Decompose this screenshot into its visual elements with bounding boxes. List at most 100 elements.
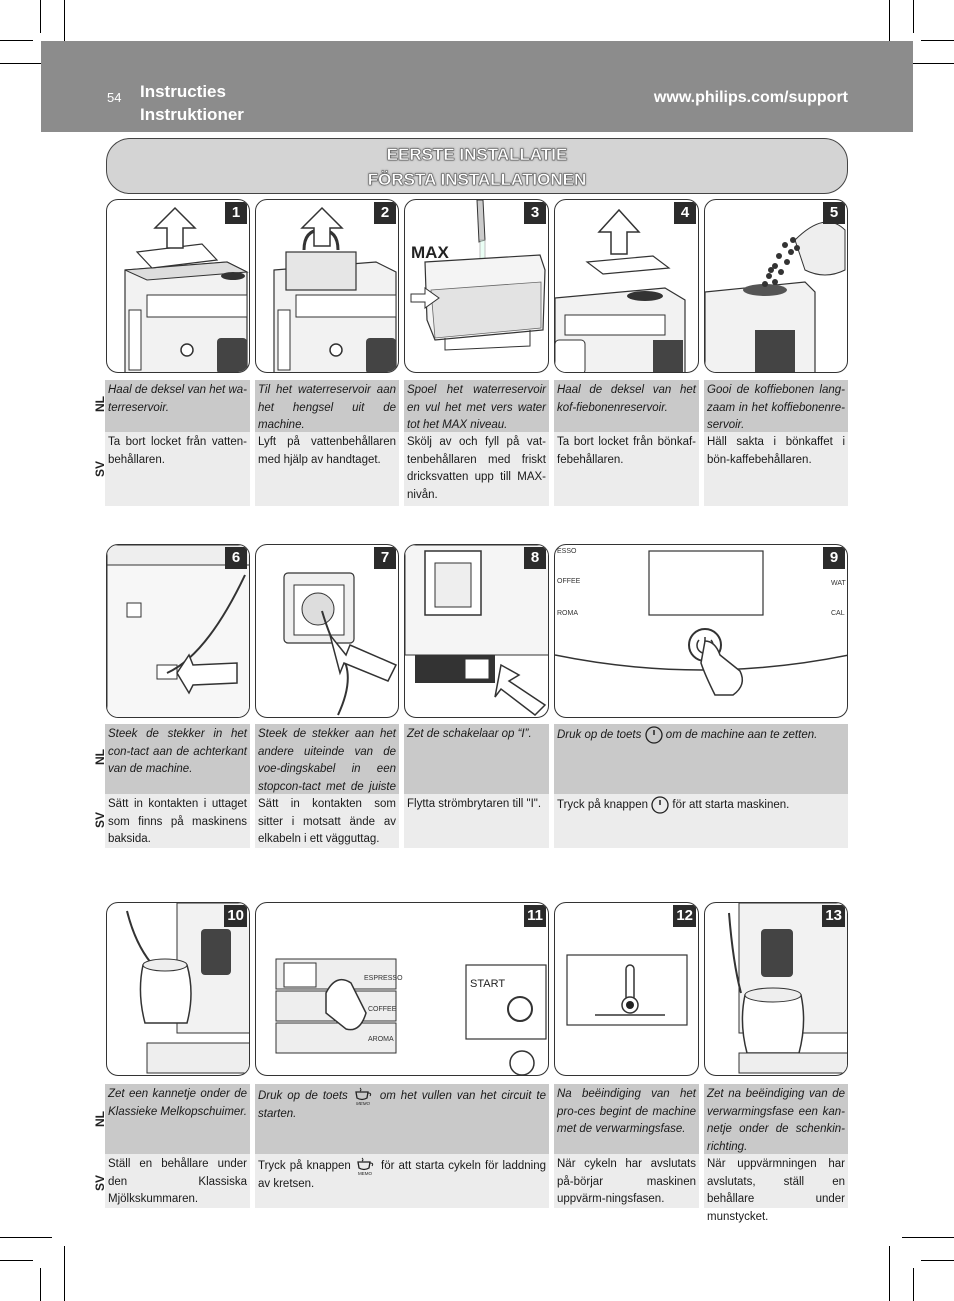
step-11-text-sv-before: Tryck på knappen: [258, 1160, 351, 1173]
step-number: 12: [673, 905, 696, 927]
screen-label-coffee: COFFEE: [368, 1006, 397, 1013]
step-9-text-sv-before: Tryck på knappen: [557, 799, 648, 812]
crop-mark: [0, 40, 33, 41]
step-2-text-nl: Til het waterreservoir aan het hengsel u…: [255, 380, 399, 432]
crop-mark: [902, 1237, 954, 1238]
power-icon: [651, 796, 669, 814]
step-10-text-sv: Ställ en behållare under den Klassiska M…: [105, 1154, 250, 1208]
crop-mark: [0, 63, 52, 64]
step-5-text-sv: Häll sakta i bönkaffet i bön-kaffebehåll…: [704, 432, 848, 506]
step-number: 13: [822, 905, 845, 927]
step-6-text-nl: Steek de stekker in het con-tact aan de …: [105, 724, 250, 794]
step-number: 9: [823, 547, 845, 569]
step-11-illustration: ESPRESSO COFFEE AROMA START 11: [255, 902, 549, 1076]
screen-label-aroma: AROMA: [368, 1036, 394, 1043]
screen-label-wat: WAT: [831, 580, 846, 587]
step-number: 4: [674, 202, 696, 224]
step-6-illustration: 6: [106, 544, 250, 718]
step-7-text-sv: Sätt in kontakten som sitter i motsatt ä…: [255, 794, 399, 848]
crop-mark: [913, 0, 914, 33]
coffee-memo-icon: MEMO: [355, 1087, 371, 1106]
step-4-text-sv: Ta bort locket från bönkaf-febehållaren.: [554, 432, 699, 506]
screen-label-start: START: [470, 978, 505, 990]
step-9-illustration: ESSO OFFEE ROMA WAT CAL 9: [554, 544, 848, 718]
step-3-text-sv: Skölj av och fyll på vat-tenbehållaren m…: [404, 432, 549, 506]
step-4-illustration: 4: [554, 199, 699, 373]
step-9-text-nl: Druk op de toets om de machine aan te ze…: [554, 724, 848, 794]
crop-mark: [0, 1260, 33, 1261]
step-9-text-nl-before: Druk op de toets: [557, 729, 642, 742]
crop-mark: [921, 1260, 954, 1261]
step-11-text-sv-after: för att starta cykeln för laddning av kr…: [258, 1160, 546, 1190]
banner-title-nl: EERSTE INSTALLATIE: [386, 145, 568, 164]
step-2-text-sv: Lyft på vattenbehållaren med hjälp av ha…: [255, 432, 399, 506]
crop-mark: [64, 1246, 65, 1301]
step-number: 11: [524, 905, 546, 927]
crop-mark: [40, 0, 41, 33]
step-number: 10: [224, 905, 247, 927]
step-12-illustration: 12: [554, 902, 699, 1076]
step-3-text-nl: Spoel het waterreservoir en vul het met …: [404, 380, 549, 432]
step-8-text-nl: Zet de schakelaar op “I”.: [404, 724, 549, 794]
step-number: 8: [524, 547, 546, 569]
step-9-text-nl-after: om de machine aan te zetten.: [665, 729, 818, 742]
header-title-nl: Instructies: [140, 82, 226, 101]
screen-label-offee: OFFEE: [557, 578, 581, 585]
screen-label-cal: CAL: [831, 610, 845, 617]
step-number: 5: [823, 202, 845, 224]
step-8-illustration: 8: [404, 544, 549, 718]
banner-title-sv: FÖRSTA INSTALLATIONEN: [367, 170, 587, 189]
step-11-text-sv: Tryck på knappen MEMO för att starta cyk…: [255, 1154, 549, 1208]
step-7-text-nl: Steek de stekker aan het andere uiteinde…: [255, 724, 399, 810]
crop-mark: [40, 1268, 41, 1301]
step-1-text-nl: Haal de deksel van het wa-terreservoir.: [105, 380, 250, 432]
screen-label-roma: ROMA: [557, 610, 578, 617]
step-number: 6: [225, 547, 247, 569]
support-url: www.philips.com/support: [653, 89, 848, 106]
crop-mark: [889, 1246, 890, 1301]
memo-label: MEMO: [356, 1101, 370, 1106]
step-3-illustration: MAX 3: [404, 199, 549, 373]
section-banner: EERSTE INSTALLATIE FÖRSTA INSTALLATIONEN: [106, 138, 848, 194]
step-10-text-nl: Zet een kannetje onder de Klassieke Melk…: [105, 1084, 250, 1154]
step-9-text-sv: Tryck på knappen för att starta maskinen…: [554, 794, 848, 848]
step-7-illustration: 7: [255, 544, 399, 718]
step-13-illustration: 13: [704, 902, 848, 1076]
page-number: 54: [107, 90, 122, 105]
step-2-illustration: 2: [255, 199, 399, 373]
max-label: MAX: [411, 243, 449, 262]
step-4-text-nl: Haal de deksel van het kof-fiebonenreser…: [554, 380, 699, 432]
coffee-memo-icon: MEMO: [357, 1157, 374, 1176]
step-5-text-nl: Gooi de koffiebonen lang-zaam in het kof…: [704, 380, 848, 432]
crop-mark: [64, 0, 65, 55]
step-5-illustration: 5: [704, 199, 848, 373]
step-1-text-sv: Ta bort locket från vatten-behållaren.: [105, 432, 250, 506]
header-title-sv: Instruktioner: [140, 105, 244, 124]
step-number: 1: [225, 202, 247, 224]
crop-mark: [889, 0, 890, 55]
crop-mark: [0, 1237, 52, 1238]
screen-label-espresso: ESPRESSO: [364, 975, 403, 982]
page-header: [41, 41, 913, 132]
step-12-text-sv: När cykeln har avslutats på-börjar maski…: [554, 1154, 699, 1208]
step-12-text-nl: Na beëindiging van het pro-ces begint de…: [554, 1084, 699, 1154]
step-8-text-sv: Flytta strömbrytaren till "I".: [404, 794, 549, 848]
step-number: 7: [374, 547, 396, 569]
step-13-text-sv: När uppvärmningen har avslutats, ställ e…: [704, 1154, 848, 1223]
crop-mark: [921, 40, 954, 41]
screen-label-esso: ESSO: [557, 548, 577, 555]
header-title: Instructies Instruktioner: [140, 80, 244, 126]
power-icon: [644, 726, 663, 744]
step-9-text-sv-after: för att starta maskinen.: [672, 799, 790, 812]
step-11-text-nl: Druk op de toets MEMO om het vullen van …: [255, 1084, 549, 1154]
step-6-text-sv: Sätt in kontakten i uttaget som finns på…: [105, 794, 250, 848]
crop-mark: [913, 1268, 914, 1301]
crop-mark: [902, 63, 954, 64]
step-11-text-nl-after: om het vullen van het circuit te starten…: [258, 1090, 546, 1120]
step-number: 3: [524, 202, 546, 224]
memo-label: MEMO: [358, 1171, 372, 1176]
step-10-illustration: 10: [106, 902, 250, 1076]
step-1-illustration: 1: [106, 199, 250, 373]
step-number: 2: [374, 202, 396, 224]
step-13-text-nl: Zet na beëindiging van de verwarmingsfas…: [704, 1084, 848, 1154]
